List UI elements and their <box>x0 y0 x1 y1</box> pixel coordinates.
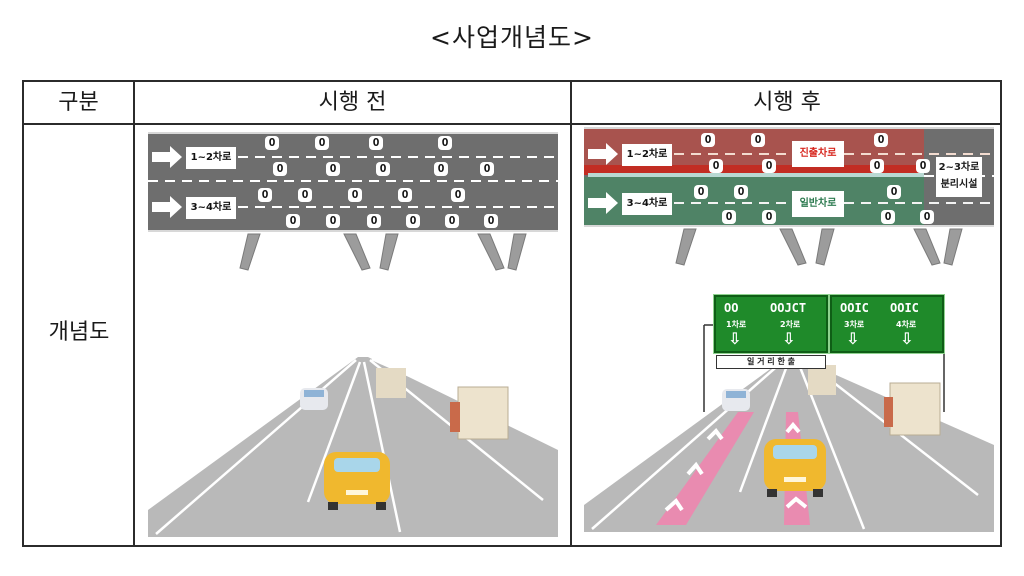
vehicle-marker: O <box>484 214 498 228</box>
column-divider-2 <box>570 82 572 545</box>
down-arrow-icon: ⇩ <box>846 329 860 348</box>
vehicle-marker: O <box>734 185 748 199</box>
before-lane-label-3-4: 3~4차로 <box>186 197 236 219</box>
guide-sign-left: OO OOJCT 1차로 2차로 ⇩ ⇩ <box>713 294 829 354</box>
vehicle-marker: O <box>398 188 412 202</box>
down-arrow-icon: ⇩ <box>900 329 914 348</box>
sign-dest-4: OOIC <box>890 301 919 315</box>
vehicle-marker: O <box>326 162 340 176</box>
down-arrow-icon: ⇩ <box>728 329 742 348</box>
sign-lane-4: 4차로 <box>896 320 917 329</box>
separator-label-line2: 분리시설 <box>940 179 978 190</box>
vehicle-marker: O <box>722 210 736 224</box>
vehicle-marker: O <box>445 214 459 228</box>
header-before: 시행 전 <box>318 90 387 115</box>
vehicle-marker: O <box>881 210 895 224</box>
vehicle-marker: O <box>874 133 888 147</box>
sign-lane-1: 1차로 <box>726 320 747 329</box>
diagram-title: <사업개념도> <box>430 23 594 52</box>
down-arrow-icon: ⇩ <box>782 329 796 348</box>
vehicle-marker: O <box>298 188 312 202</box>
vehicle-marker: O <box>286 214 300 228</box>
header-after: 시행 후 <box>753 90 821 115</box>
auxiliary-sign: 일 거 리 한 출 <box>716 355 826 369</box>
vehicle-marker: O <box>451 188 465 202</box>
before-lane-label-1-2: 1~2차로 <box>186 147 236 169</box>
vehicle-marker: O <box>709 159 723 173</box>
guide-sign-right: OOIC OOIC 3차로 4차로 ⇩ ⇩ <box>829 294 945 354</box>
after-lane-label-3-4: 3~4차로 <box>622 193 672 215</box>
vehicle-marker: O <box>920 210 934 224</box>
vehicle-marker: O <box>367 214 381 228</box>
after-lane-label-1-2: 1~2차로 <box>622 144 672 166</box>
separator-facility-label: 2~3차로 분리시설 <box>936 157 982 197</box>
sign-dest-3: OOIC <box>840 301 869 315</box>
general-lane-tag: 일반차로 <box>792 191 844 217</box>
vehicle-marker: O <box>434 162 448 176</box>
vehicle-marker: O <box>273 162 287 176</box>
before-panel: 1~2차로 3~4차로 O O O O O O O O O O O O O O … <box>148 132 558 537</box>
vehicle-marker: O <box>348 188 362 202</box>
vehicle-marker: O <box>369 136 383 150</box>
vehicle-marker: O <box>762 210 776 224</box>
concept-table: 구분 시행 전 시행 후 개념도 <box>22 80 1002 547</box>
vehicle-marker: O <box>916 159 930 173</box>
vehicle-marker: O <box>480 162 494 176</box>
after-panel: 1~2차로 3~4차로 진출차로 일반차로 2~3차로 분리시설 O O O O… <box>584 127 994 537</box>
vehicle-marker: O <box>701 133 715 147</box>
header-category: 구분 <box>58 90 99 115</box>
vehicle-marker: O <box>887 185 901 199</box>
column-divider-1 <box>133 82 135 545</box>
exit-lane-tag: 진출차로 <box>792 141 844 167</box>
vehicle-marker: O <box>438 136 452 150</box>
vehicle-marker: O <box>870 159 884 173</box>
separator-label-line1: 2~3차로 <box>938 162 980 173</box>
header-divider <box>24 123 1000 125</box>
vehicle-marker: O <box>326 214 340 228</box>
vehicle-marker: O <box>258 188 272 202</box>
sign-lane-2: 2차로 <box>780 320 801 329</box>
sign-dest-1: OO <box>724 301 739 315</box>
vehicle-marker: O <box>315 136 329 150</box>
vehicle-marker: O <box>265 136 279 150</box>
vehicle-marker: O <box>376 162 390 176</box>
sign-lane-3: 3차로 <box>844 320 865 329</box>
vehicle-marker: O <box>694 185 708 199</box>
vehicle-marker: O <box>762 159 776 173</box>
sign-dest-2: OOJCT <box>770 301 807 315</box>
vehicle-marker: O <box>406 214 420 228</box>
vehicle-marker: O <box>751 133 765 147</box>
row-label-concept: 개념도 <box>48 320 110 345</box>
